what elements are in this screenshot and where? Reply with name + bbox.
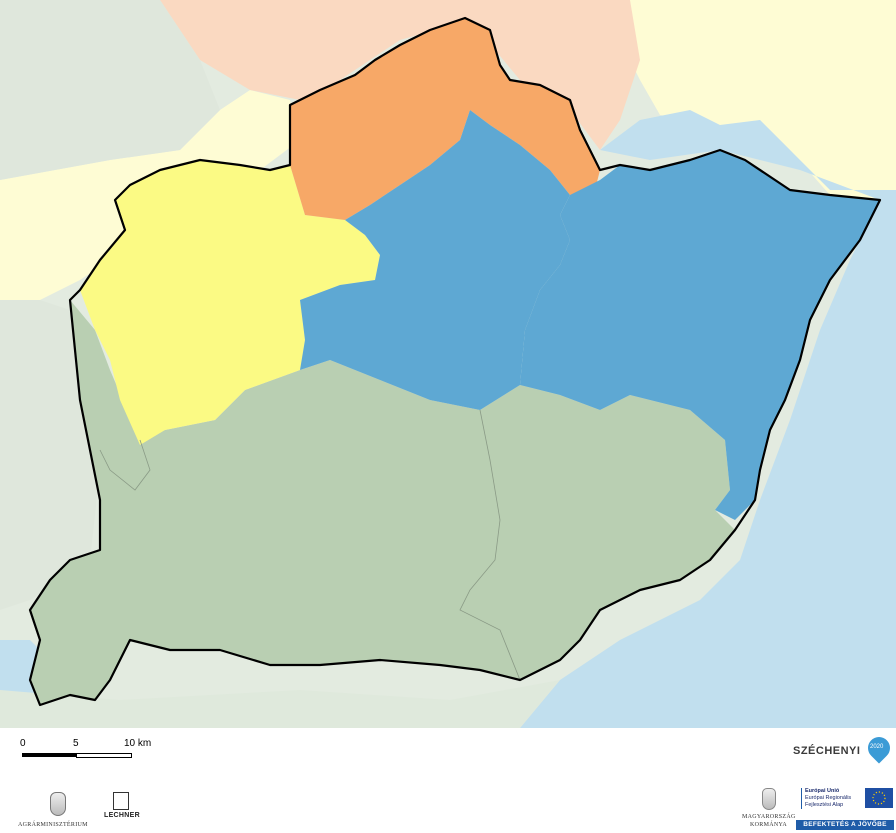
internal-border-south xyxy=(459,409,521,681)
bg-water-east xyxy=(520,110,896,728)
bg-light-yellow-northeast xyxy=(620,0,896,200)
map-footer: 0 5 10 km AGRÁRMINISZTÉRIUM LECHNER SZÉC… xyxy=(0,728,896,833)
befektetes-banner: BEFEKTETÉS A JÖVŐBE xyxy=(796,820,894,830)
region-orange-north xyxy=(290,18,600,220)
bg-gray-west xyxy=(0,300,100,610)
map-canvas xyxy=(0,0,896,728)
eu-stars-icon xyxy=(872,791,886,805)
eu-line3: Fejlesztési Alap xyxy=(805,802,844,808)
scale-label-0: 0 xyxy=(20,738,26,749)
eu-flag-icon xyxy=(865,788,893,808)
ministry-crest-icon xyxy=(50,792,66,816)
scale-bar-black xyxy=(22,753,76,757)
region-blue-central xyxy=(300,110,570,410)
scale-label-5: 5 xyxy=(73,738,79,749)
hungary-crest-icon xyxy=(762,788,776,810)
scale-bar-white xyxy=(76,753,132,758)
ministry-logo-text: AGRÁRMINISZTÉRIUM xyxy=(18,822,88,828)
scale-label-10km: 10 km xyxy=(124,738,152,749)
region-yellow-west xyxy=(80,160,380,445)
region-green-south xyxy=(30,300,735,705)
lechner-logo-icon xyxy=(113,792,129,810)
eu-text-block: Európai Unió Európai Regionális Fejleszt… xyxy=(801,788,865,809)
scale-bar: 0 5 10 km xyxy=(20,738,160,760)
eu-line2: Európai Regionális xyxy=(805,795,852,801)
lechner-logo-text: LECHNER xyxy=(104,812,140,819)
szechenyi-text: SZÉCHENYI xyxy=(793,745,861,757)
outer-boundary xyxy=(28,16,882,707)
szechenyi-badge-text: 2020 xyxy=(870,744,884,750)
hungary-gov-line1: MAGYARORSZÁG xyxy=(742,814,796,820)
eu-line1: Európai Unió xyxy=(805,788,840,794)
bg-light-green-south xyxy=(0,680,560,728)
bg-gray-northwest xyxy=(0,0,220,180)
hungary-gov-line2: KORMÁNYA xyxy=(750,822,788,828)
internal-border-west xyxy=(99,439,151,491)
region-blue-east xyxy=(520,150,880,520)
bg-light-orange-north xyxy=(160,0,640,150)
